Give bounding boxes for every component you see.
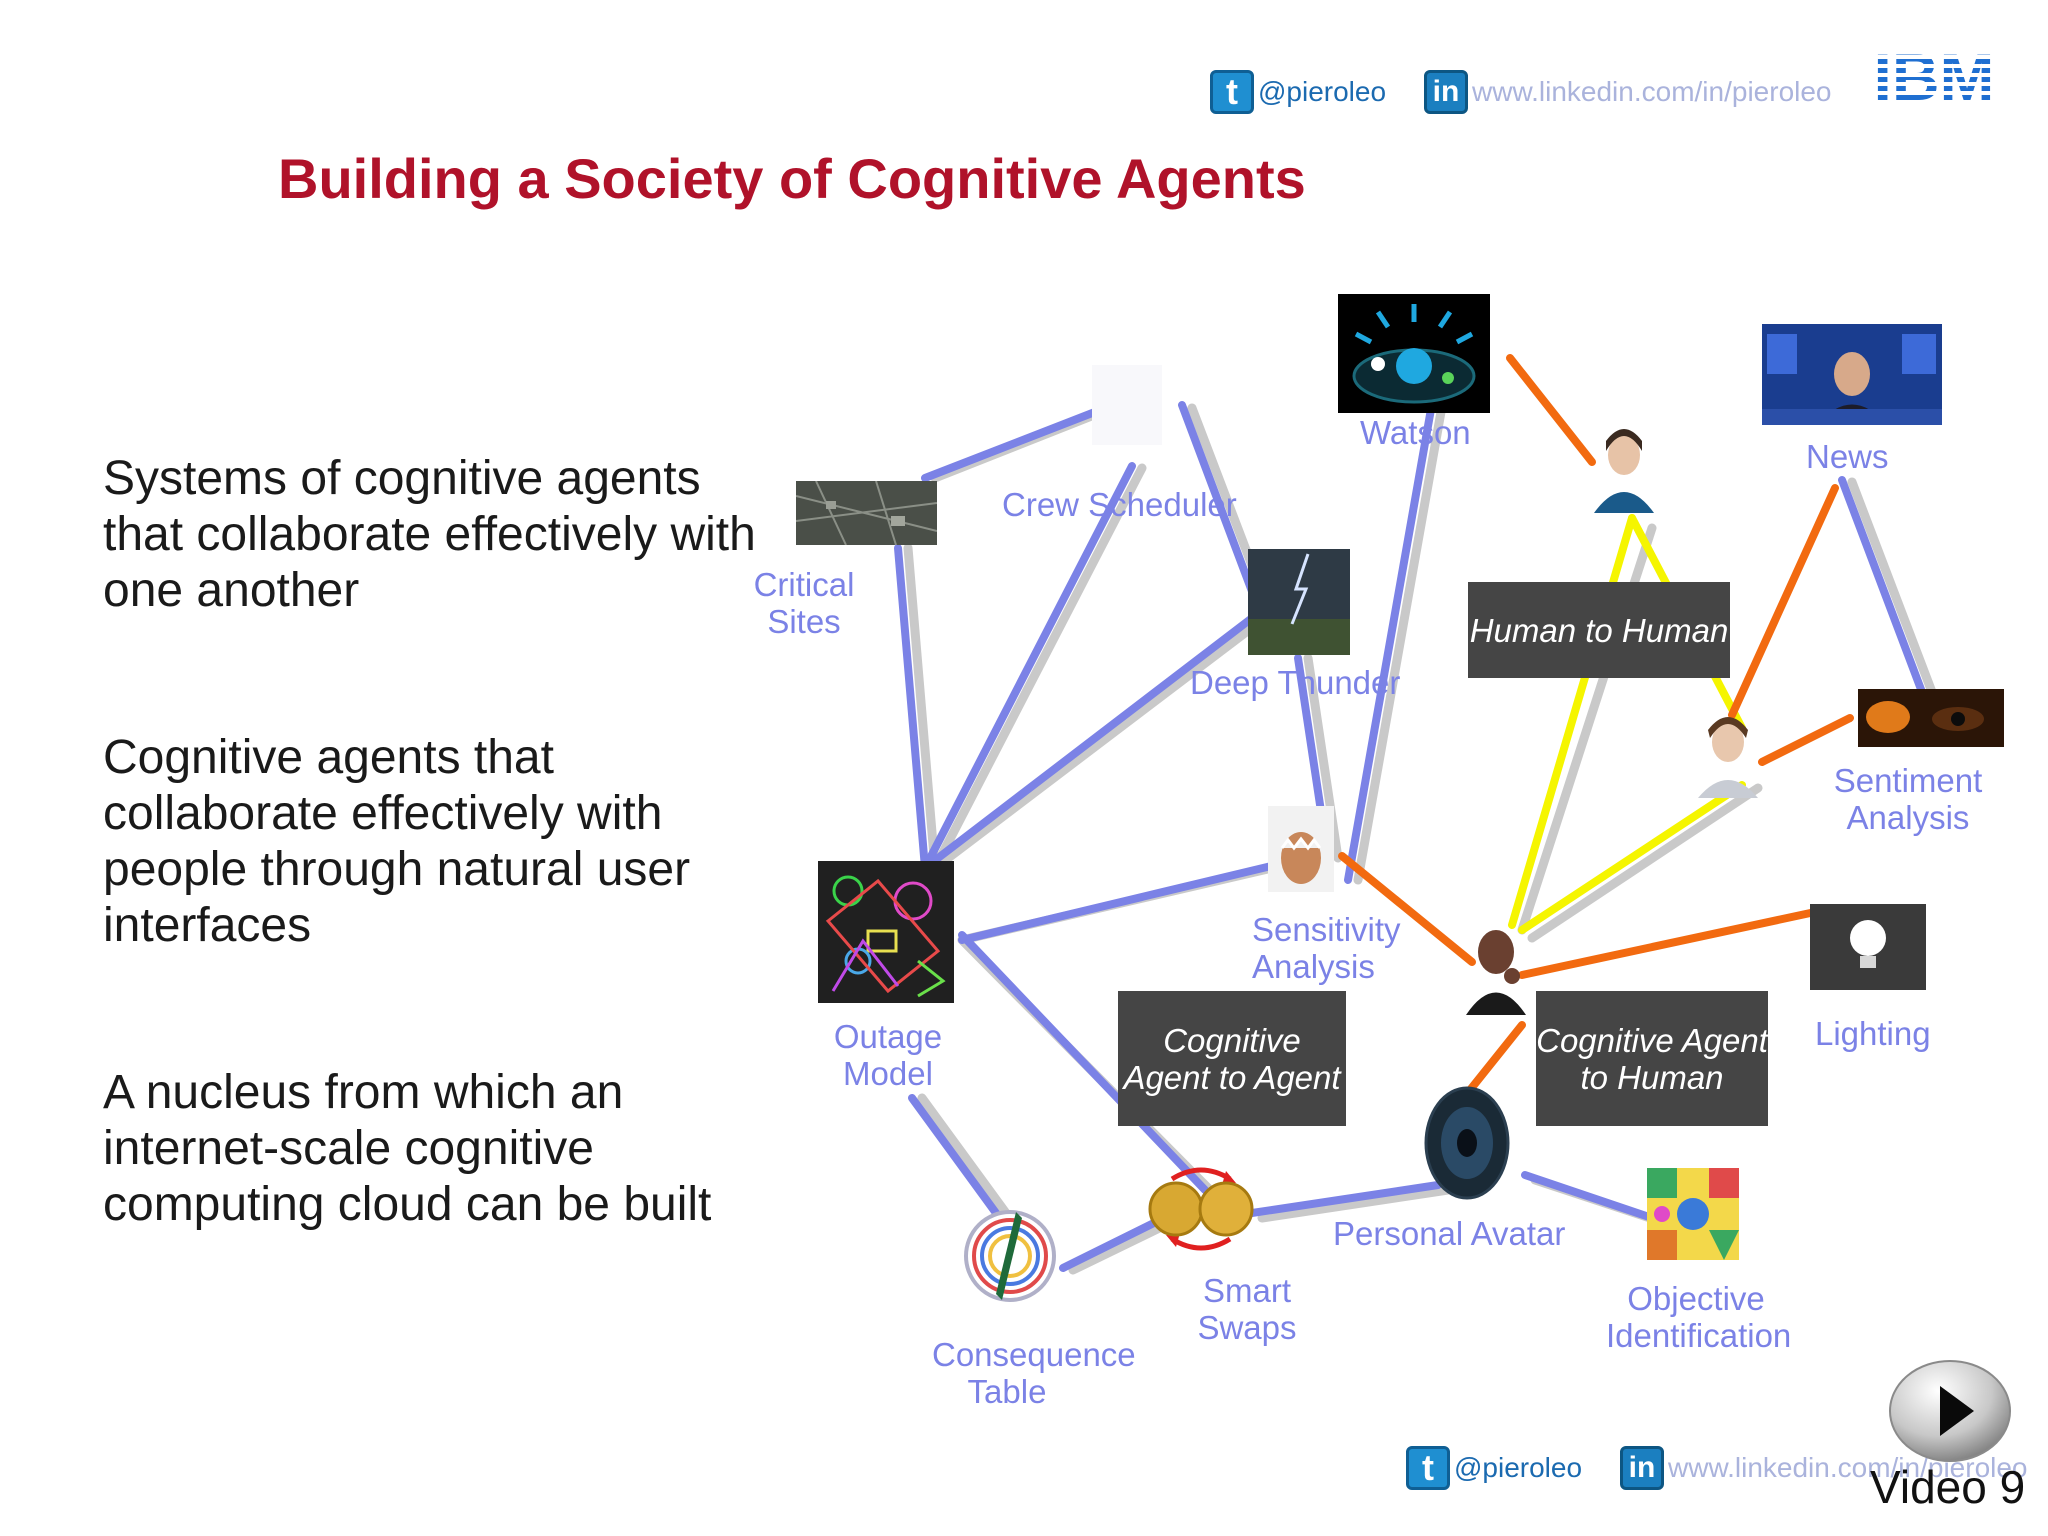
- shadow-watson-sensitivity: [1353, 373, 1452, 885]
- sensitivity-analysis-label: Sensitivity Analysis: [1252, 911, 1401, 985]
- smart-swaps-coins-icon[interactable]: [1142, 1165, 1260, 1253]
- link-thunder-outage: [921, 614, 1256, 872]
- shadow-crew-outage: [930, 463, 1147, 873]
- personal-avatar-label: Personal Avatar: [1333, 1215, 1566, 1252]
- shadow-woman2-man: [1527, 783, 1763, 943]
- video-label: Video 9: [1870, 1461, 2026, 1513]
- link-outage-swaps: [958, 931, 1209, 1194]
- agent-to-human-links: [1338, 354, 1854, 1109]
- linkedin-url[interactable]: www.linkedin.com/in/pieroleo: [1472, 76, 1832, 107]
- svg-text:IBM: IBM: [1874, 50, 1995, 106]
- link-watson-sensitivity: [1344, 371, 1441, 884]
- footer-twitter-handle[interactable]: @pieroleo: [1454, 1452, 1583, 1483]
- link-woman-man: [1508, 514, 1636, 929]
- objective-pattern-image[interactable]: [1647, 1168, 1739, 1260]
- agent-to-human-box: Cognitive Agent to Human: [1536, 991, 1768, 1126]
- crew-scheduler-label: Crew Scheduler: [1002, 486, 1237, 523]
- sentiment-analysis-label: Sentiment Analysis: [1833, 762, 1983, 836]
- link-consequence-swaps: [1059, 1211, 1174, 1272]
- egg-icon[interactable]: [1268, 806, 1334, 892]
- link-woman2-man: [1518, 781, 1746, 934]
- link-watson-woman: [1506, 354, 1596, 466]
- lighting-label: Lighting: [1815, 1015, 1931, 1052]
- woman-thinking-image[interactable]: [1588, 421, 1660, 513]
- play-icon[interactable]: [1888, 1356, 2012, 1466]
- crew-scheduler-icon[interactable]: [1082, 350, 1172, 460]
- shadow-critical-outage: [903, 543, 940, 873]
- link-sensitivity-outage: [958, 858, 1292, 944]
- bullet-1: Systems of cognitive agents that collabo…: [103, 452, 756, 617]
- link-woman2-news: [1728, 484, 1839, 719]
- link-man-lighting: [1518, 908, 1819, 979]
- deep-thunder-storm-image[interactable]: [1248, 549, 1350, 655]
- objective-identification-label: Objective Identification: [1606, 1280, 1792, 1354]
- twitter-handle[interactable]: @pieroleo: [1258, 76, 1387, 107]
- woman-pondering-image[interactable]: [1692, 706, 1764, 798]
- human-to-human-box: Human to Human: [1468, 582, 1730, 678]
- deep-thunder-label: Deep Thunder: [1190, 664, 1401, 701]
- outage-model-graph-image[interactable]: [818, 861, 954, 1003]
- light-bulb-image[interactable]: [1810, 904, 1926, 990]
- link-crew-outage: [921, 462, 1136, 872]
- critical-sites-label: Critical Sites: [753, 566, 855, 640]
- bullet-2: Cognitive agents that collaborate effect…: [103, 731, 691, 952]
- watson-avatar-image[interactable]: [1338, 294, 1490, 413]
- shadow-swaps-avatar: [1257, 1185, 1453, 1223]
- link-woman2-sentiment: [1758, 714, 1854, 766]
- link-critical-crew: [921, 406, 1104, 482]
- ibm-logo: IBM: [1874, 50, 1995, 106]
- bullet-3: A nucleus from which an internet-scale c…: [103, 1066, 712, 1231]
- news-label: News: [1806, 438, 1889, 475]
- consequence-table-wheel-image[interactable]: [964, 1192, 1056, 1320]
- outage-model-label: Outage Model: [833, 1018, 943, 1092]
- link-news-sentiment: [1838, 476, 1926, 696]
- footer-twitter-icon[interactable]: t: [1406, 1446, 1450, 1490]
- man-thinking-image[interactable]: [1462, 912, 1530, 1015]
- sentiment-eye-image[interactable]: [1858, 689, 2004, 747]
- personal-avatar-iris-image[interactable]: [1424, 1085, 1510, 1201]
- twitter-icon[interactable]: t: [1210, 70, 1254, 114]
- critical-sites-aerial-image[interactable]: [796, 481, 937, 545]
- watson-label: Watson: [1360, 414, 1471, 451]
- linkedin-icon[interactable]: in: [1424, 70, 1468, 114]
- footer-linkedin-icon[interactable]: in: [1620, 1446, 1664, 1490]
- shadow-thunder-outage: [930, 615, 1267, 873]
- link-critical-outage: [894, 544, 929, 872]
- shadow-news-sentiment: [1847, 477, 1937, 697]
- link-swaps-avatar: [1248, 1181, 1442, 1217]
- page-title: Building a Society of Cognitive Agents: [278, 147, 1306, 210]
- consequence-table-label: Consequence Table: [932, 1336, 1136, 1410]
- link-sensitivity-man: [1338, 852, 1476, 966]
- news-anchor-image[interactable]: [1762, 324, 1942, 425]
- smart-swaps-label: Smart Swaps: [1197, 1272, 1297, 1346]
- link-avatar-objective: [1521, 1171, 1656, 1222]
- agent-to-agent-box: Cognitive Agent to Agent: [1118, 991, 1346, 1126]
- link-outage-consequence: [908, 1094, 1016, 1239]
